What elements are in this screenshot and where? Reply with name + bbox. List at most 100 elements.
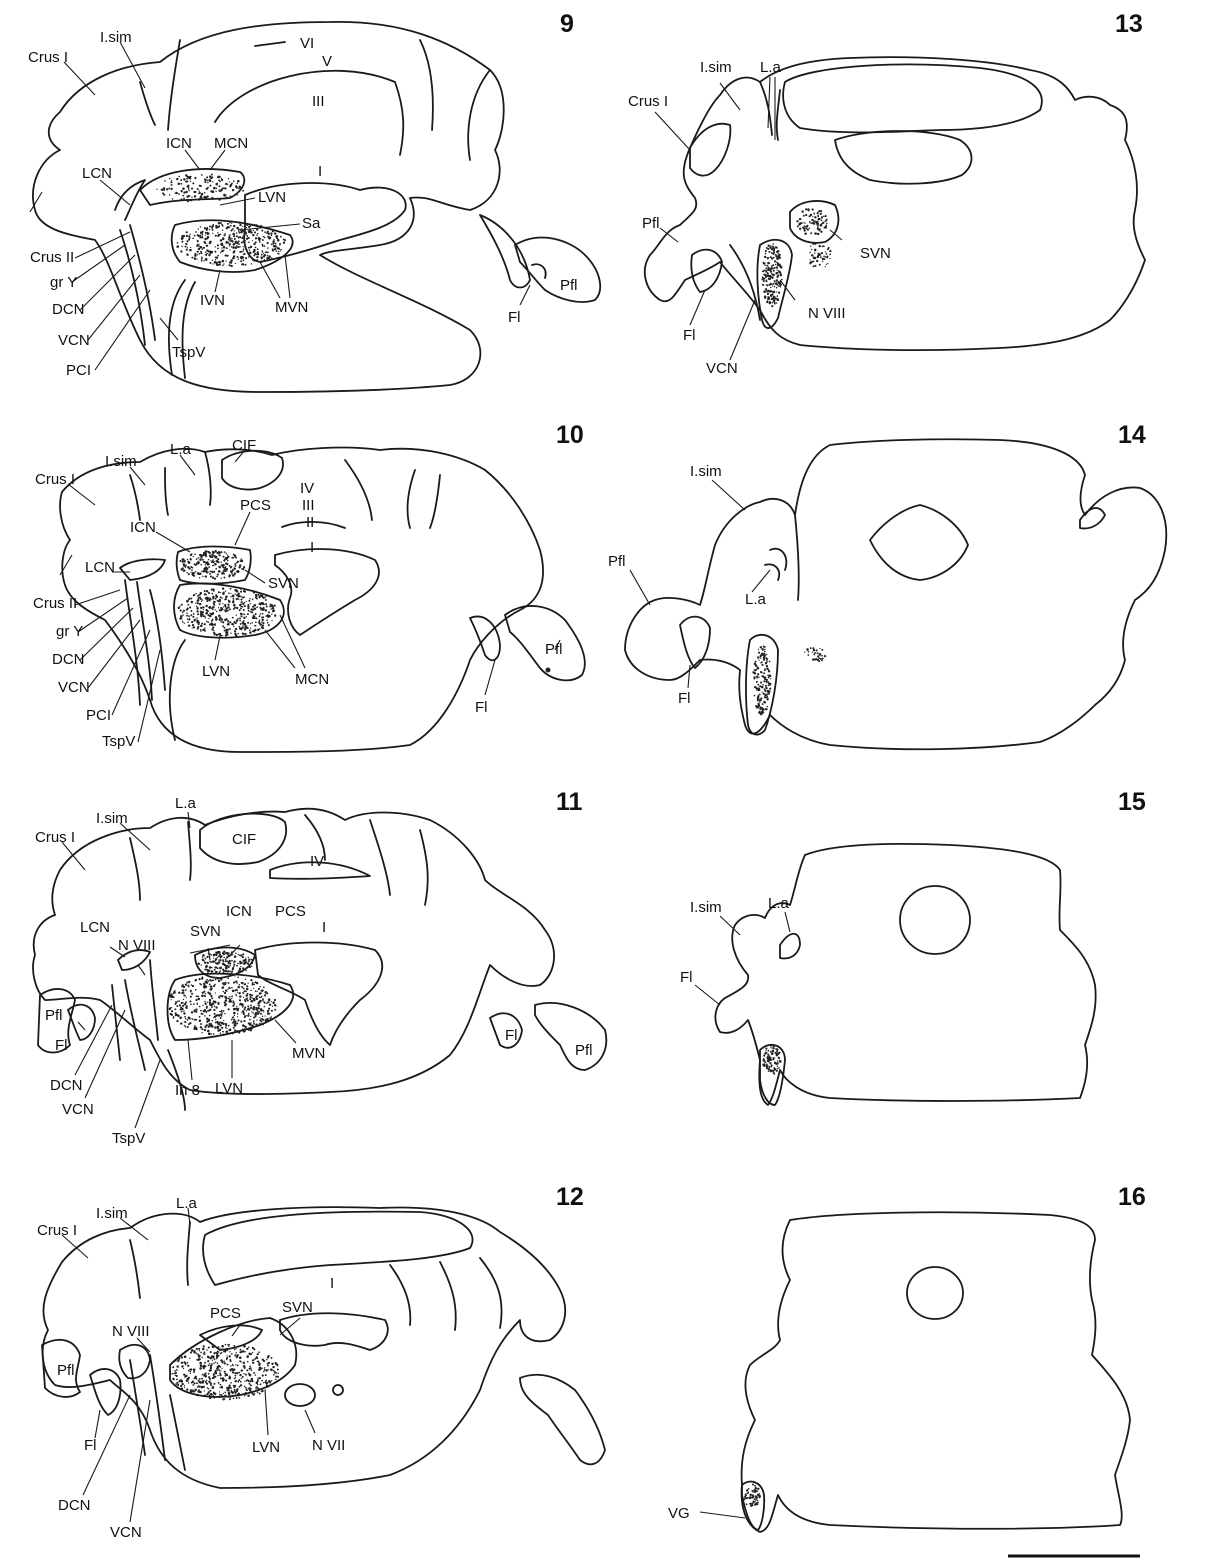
stipple-dot [235, 634, 237, 636]
stipple-dot [275, 1363, 277, 1365]
stipple-dot [235, 593, 236, 594]
stipple-dot [822, 658, 824, 660]
stipple-dot [201, 995, 203, 997]
stipple-dot [765, 288, 767, 290]
stipple-dot [242, 226, 243, 227]
stipple-dot [222, 1377, 225, 1380]
stipple-dot [200, 615, 202, 617]
stipple-dot [210, 980, 212, 982]
stipple-dot [201, 174, 203, 176]
stipple-dot [813, 220, 814, 221]
stipple-dot [257, 233, 258, 234]
stipple-dot [191, 610, 193, 612]
stipple-dot [223, 951, 225, 953]
stipple-dot [797, 225, 799, 227]
stipple-dot [247, 1395, 249, 1397]
stipple-dot [187, 1388, 189, 1390]
stipple-dot [228, 998, 230, 1000]
stipple-dot [243, 988, 245, 990]
stipple-dot [217, 1362, 219, 1364]
stipple-dot [748, 1492, 749, 1493]
stipple-dot [199, 1367, 202, 1370]
label-iii: III [312, 93, 325, 110]
stipple-dot [243, 1365, 246, 1368]
stipple-dot [821, 649, 823, 651]
stipple-dot [249, 1023, 252, 1026]
stipple-dot [252, 631, 253, 632]
folium-line [130, 838, 140, 900]
stipple-dot [758, 659, 759, 660]
stipple-dot [224, 992, 226, 994]
stipple-dot [820, 210, 822, 212]
stipple-dot [252, 616, 255, 619]
stipple-dot [769, 301, 771, 303]
stipple-dot [215, 235, 217, 237]
stipple-dot [184, 1003, 186, 1005]
stipple-dot [246, 970, 247, 971]
stipple-dot [206, 227, 208, 229]
stipple-dot [203, 615, 204, 616]
stipple-dot [206, 259, 208, 261]
stipple-dot [242, 251, 243, 252]
stipple-dot [186, 612, 188, 614]
stipple-dot [197, 1386, 199, 1388]
stipple-dot [253, 235, 255, 237]
stipple-dot [206, 1393, 208, 1395]
stipple-dot [763, 290, 766, 293]
stipple-dot [194, 1382, 196, 1384]
stipple-dot [204, 192, 206, 194]
stipple-dot [235, 1352, 236, 1353]
stipple-dot [264, 1002, 266, 1004]
stipple-dot [229, 181, 230, 182]
stipple-dot [825, 256, 827, 258]
stipple-dot [764, 646, 766, 648]
stipple-dot [194, 235, 196, 237]
stipple-region [804, 647, 826, 662]
stipple-dot [802, 210, 804, 212]
stipple-dot [238, 971, 240, 973]
stipple-dot [250, 1384, 252, 1386]
stipple-dot [191, 621, 193, 623]
stipple-dot [196, 1348, 198, 1350]
stipple-dot [172, 1366, 174, 1368]
stipple-dot [236, 995, 237, 996]
panel-15: 15 I.sim L.a Fl [680, 788, 1146, 1105]
stipple-dot [776, 255, 779, 258]
stipple-dot [211, 1355, 213, 1357]
stipple-dot [176, 1375, 178, 1377]
stipple-dot [213, 604, 215, 606]
leaders [630, 480, 770, 688]
stipple-dot [222, 225, 224, 227]
stipple-dot [246, 1369, 248, 1371]
stipple-dot [249, 629, 251, 631]
stipple-dot [188, 189, 189, 190]
stipple-dot [243, 1345, 246, 1348]
stipple-dot [772, 1069, 774, 1071]
label-pcs: PCS [240, 497, 271, 514]
stipple-dot [227, 989, 228, 990]
stipple-dot [821, 252, 823, 254]
stipple-dot [250, 603, 251, 604]
stipple-dot [204, 995, 206, 997]
stipple-dot [189, 606, 191, 608]
stipple-dot [267, 1011, 268, 1012]
stipple-dot [201, 623, 203, 625]
upper-lobule [783, 64, 1042, 132]
stipple-dot [222, 1398, 224, 1400]
stipple-dot [209, 573, 211, 575]
stipple-dot [245, 257, 247, 259]
stipple-dot [224, 619, 227, 622]
stipple-dot [267, 1355, 269, 1357]
stipple-dot [173, 1017, 175, 1019]
stipple-dot [187, 615, 189, 617]
stipple-dot [259, 241, 261, 243]
stipple-dot [189, 619, 191, 621]
stipple-dot [249, 966, 250, 967]
stipple-dot [262, 627, 264, 629]
stipple-dot [246, 985, 248, 987]
stipple-dot [777, 1049, 779, 1051]
stipple-dot [267, 1012, 270, 1015]
stipple-dot [215, 183, 218, 186]
stipple-dot [210, 1024, 212, 1026]
stipple-dot [243, 1362, 245, 1364]
